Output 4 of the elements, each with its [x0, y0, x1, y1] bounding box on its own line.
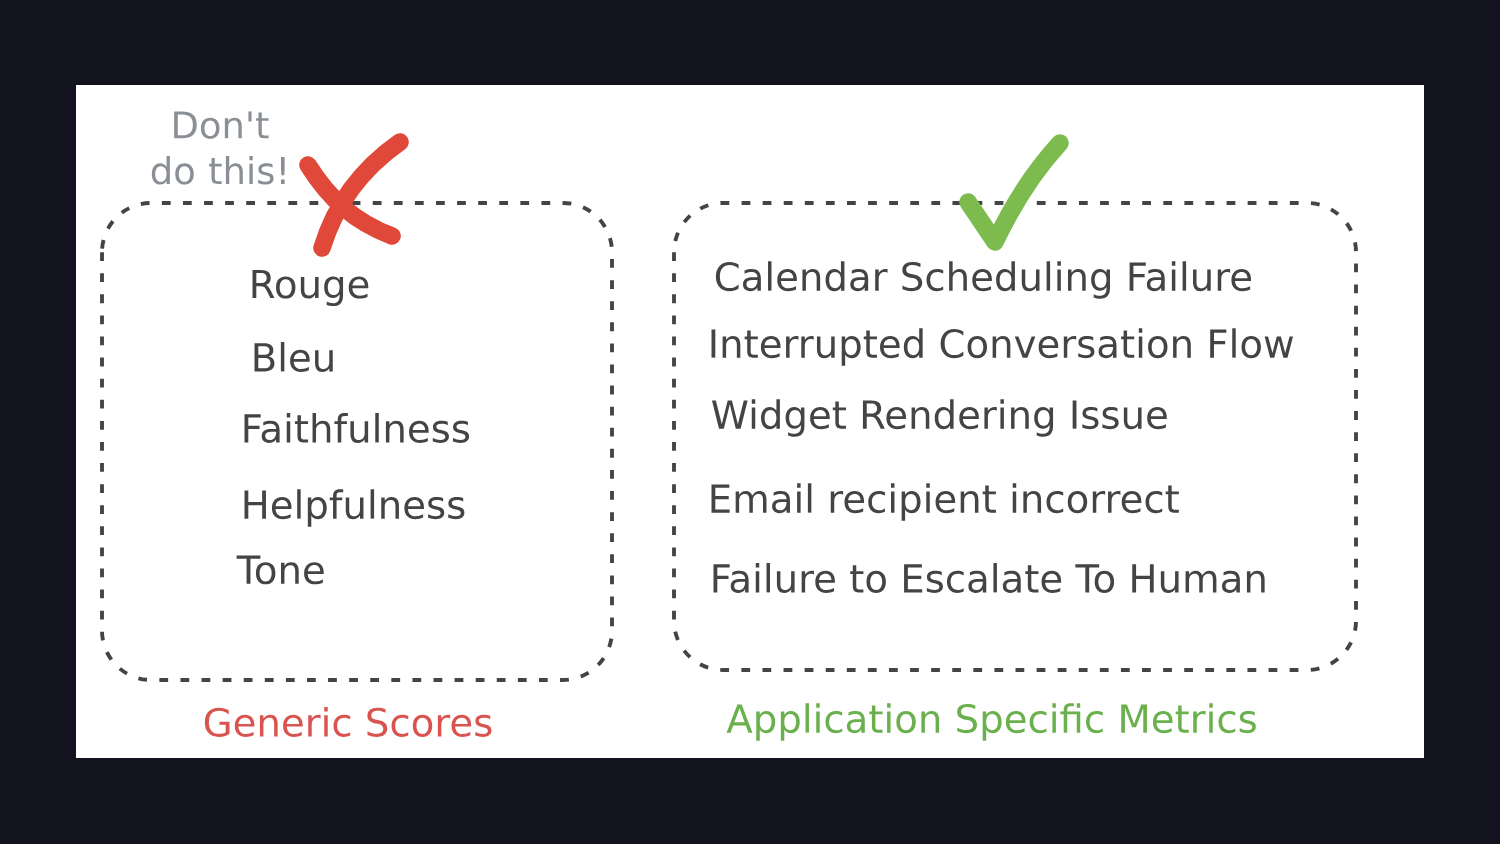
dashed-box: Calendar Scheduling Failure Interrupted Conversation Flow Widget Rendering Issue Email recipient incorrect Failure to Escalate To Human — [672, 201, 1358, 672]
node-label: Application Specific Metrics — [726, 703, 1256, 741]
node-label: Generic Scores — [204, 707, 492, 737]
dashed-box: Rouge Bleu Faithfulness Helpfulness Tone — [100, 201, 614, 682]
